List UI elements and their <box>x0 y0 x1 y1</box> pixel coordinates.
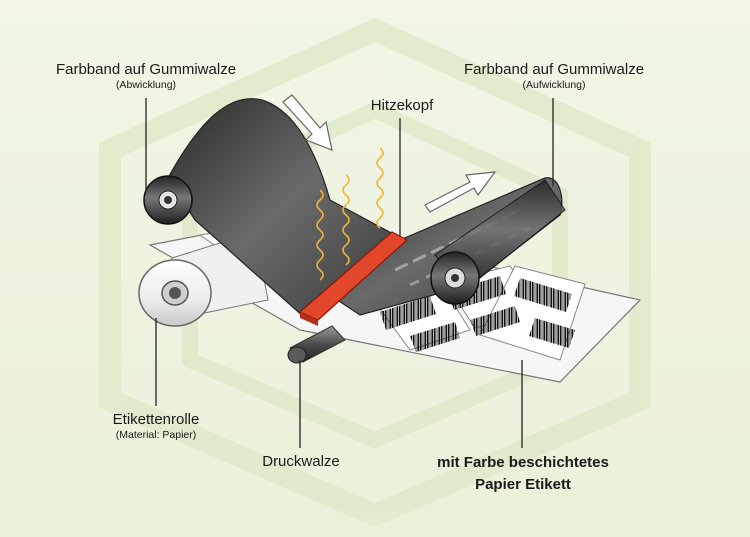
label-ribbon-unwind-title: Farbband auf Gummiwalze <box>55 61 237 78</box>
label-ribbon-unwind: Farbband auf Gummiwalze (Abwicklung) <box>40 61 252 92</box>
label-label-roll-sub: (Material: Papier) <box>115 429 197 441</box>
heat-wave-icon <box>316 147 384 281</box>
platen-roller <box>287 325 346 364</box>
label-platen: Druckwalze <box>262 453 340 470</box>
label-ribbon-rewind-sub: (Aufwicklung) <box>522 79 586 91</box>
label-ribbon-rewind-title: Farbband auf Gummiwalze <box>463 61 645 78</box>
label-ribbon-unwind-sub: (Abwicklung) <box>115 79 177 91</box>
label-result-line2: Papier Etikett <box>475 476 571 493</box>
label-result: mit Farbe beschichtetes Papier Etikett <box>418 452 628 496</box>
label-result-line1: mit Farbe beschichtetes <box>437 454 609 471</box>
label-label-roll: Etikettenrolle (Material: Papier) <box>92 411 220 442</box>
printhead <box>298 231 409 326</box>
label-label-roll-title: Etikettenrolle <box>112 411 200 428</box>
label-printhead: Hitzekopf <box>370 97 434 114</box>
label-ribbon-rewind: Farbband auf Gummiwalze (Aufwicklung) <box>448 61 660 92</box>
ribbon-unwind <box>143 98 397 319</box>
leader-lines <box>145 98 554 448</box>
direction-arrow-icon <box>282 94 497 213</box>
ribbon-rewind <box>328 177 566 316</box>
